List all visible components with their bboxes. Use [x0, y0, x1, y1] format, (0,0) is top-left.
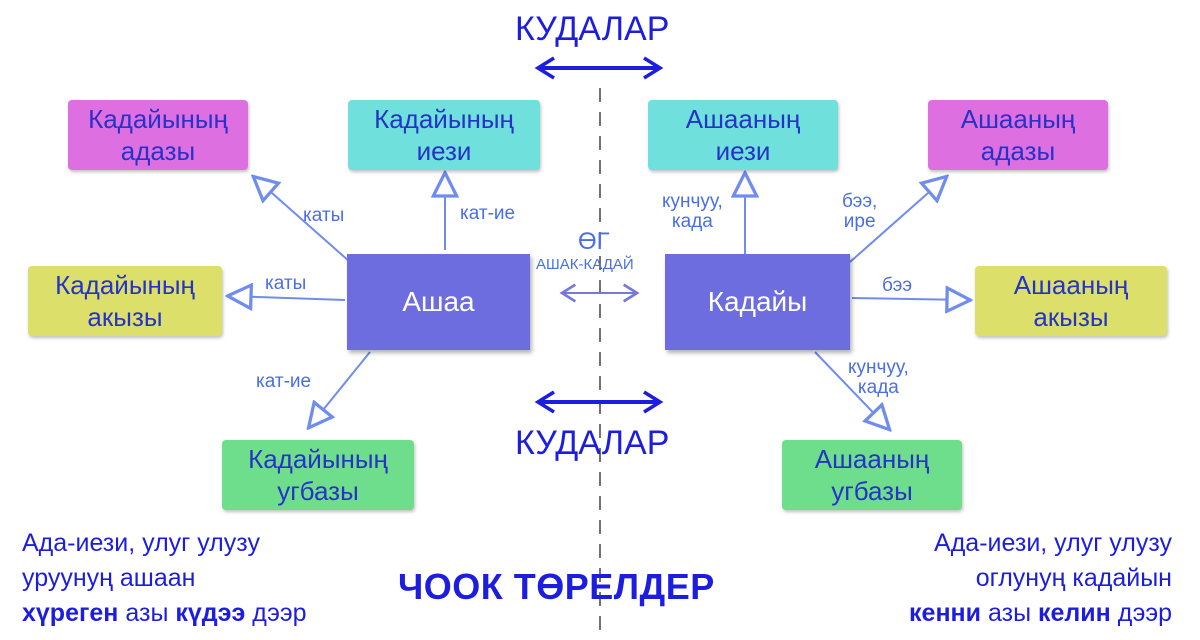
box-line: Кадайының: [374, 104, 514, 134]
box-line: Ашааның: [814, 444, 930, 474]
label-kat-ie-lower: кат-ие: [256, 371, 312, 392]
label-line: кунчуу,: [848, 357, 909, 378]
box-line: Кадайының: [88, 104, 228, 134]
box-line: угбазы: [831, 476, 913, 506]
note-right-line2: оглунуң кадайын: [975, 564, 1172, 592]
label-bee-ire: бээ, ире: [842, 192, 877, 232]
term-kenni: кенни: [909, 599, 982, 627]
term-kudee: күдээ: [175, 599, 246, 627]
label-line: када: [857, 377, 899, 398]
note-left-line2: уруунуң ашаан: [22, 564, 196, 592]
center-box-kadayy: Кадайы: [665, 254, 850, 350]
label-kat-ie-upper: кат-ие: [460, 203, 516, 224]
arrow-to-kaday-ugbazy: [310, 351, 371, 426]
center-box-ashaa: Ашаа: [347, 254, 530, 350]
note-right-line1: Ада-иези, улуг улузу: [934, 529, 1172, 557]
label-line: када: [671, 211, 713, 232]
label-katy-left: каты: [265, 273, 307, 294]
arrow-to-ashaa-ugbazy: [814, 351, 888, 428]
box-line: угбазы: [277, 476, 359, 506]
box-line: Кадайының: [55, 270, 195, 300]
og-label: ӨГ: [578, 228, 610, 255]
box-line: Ашааның: [685, 104, 801, 134]
label-line: бээ,: [842, 191, 878, 212]
page-title: ЧООК ТӨРЕЛДЕР: [398, 566, 715, 607]
arrow-to-kaday-akyzy: [230, 296, 346, 300]
box-line: Ашааның: [960, 104, 1076, 134]
kudalar-top-label: КУДАЛАР: [515, 10, 670, 48]
ashak-kaday-label: АШАК-КАДАЙ: [536, 256, 634, 273]
label-line: ире: [843, 211, 876, 232]
label-line: кунчуу,: [662, 191, 723, 212]
label-katy-upper: каты: [303, 205, 345, 226]
box-line: Кадайының: [248, 444, 388, 474]
note-left-line3: хүреген азы күдээ дээр: [22, 596, 307, 631]
note-text: дээр: [245, 599, 307, 627]
box-line: адазы: [980, 136, 1056, 166]
note-right: Ада-иези, улуг улузу оглунуң кадайын кен…: [909, 526, 1172, 631]
box-line: акызы: [87, 302, 163, 332]
label-bee: бээ: [882, 275, 913, 296]
box-line: акызы: [1033, 302, 1109, 332]
arrow-to-kaday-adazy: [255, 178, 351, 263]
note-text: азы: [118, 599, 176, 627]
note-text: дээр: [1110, 599, 1172, 627]
label-kunchuu-lower: кунчуу, када: [848, 358, 909, 398]
box-line: иези: [416, 136, 472, 166]
arrow-to-ashaa-akyzy: [851, 298, 968, 300]
note-text: азы: [981, 599, 1038, 627]
note-left: Ада-иези, улуг улузу уруунуң ашаан хүрег…: [22, 526, 307, 631]
arrow-to-ashaa-adazy: [849, 178, 945, 263]
box-line: адазы: [120, 136, 196, 166]
box-line: иези: [715, 136, 771, 166]
term-hureген: хүреген: [22, 599, 119, 627]
note-right-line3: кенни азы келин дээр: [909, 596, 1172, 631]
term-kelin: келин: [1037, 599, 1111, 627]
note-left-line1: Ада-иези, улуг улузу: [22, 529, 260, 557]
box-line: Ашааның: [1013, 270, 1129, 300]
label-kunchuu-upper: кунчуу, када: [662, 192, 723, 232]
kudalar-bottom-label: КУДАЛАР: [515, 424, 670, 462]
